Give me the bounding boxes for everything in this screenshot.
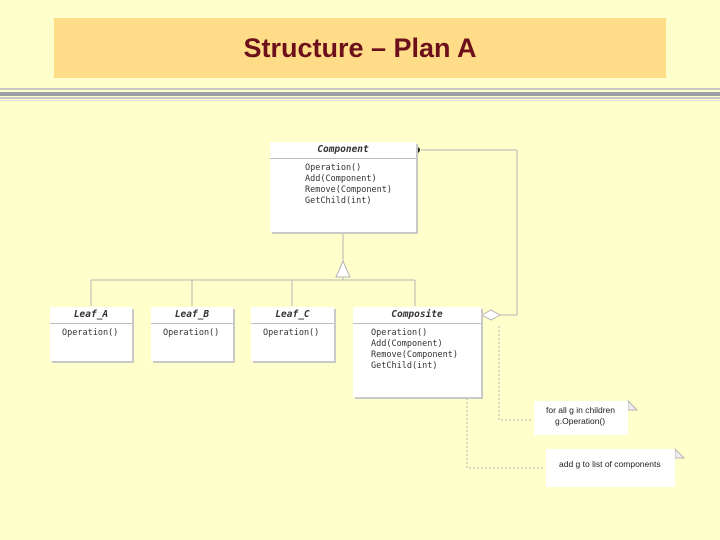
class-operation: Remove(Component) bbox=[371, 350, 458, 360]
divider-line bbox=[0, 100, 720, 101]
note-connector bbox=[466, 374, 545, 469]
operation-note: for all g in children g.Operation() bbox=[534, 401, 628, 435]
aggregation-diamond bbox=[480, 309, 502, 321]
inheritance-triangle bbox=[335, 259, 351, 278]
class-operation: Operation() bbox=[163, 328, 220, 338]
class-operation: Operation() bbox=[371, 328, 428, 338]
add-component-note: add g to list of components bbox=[546, 449, 675, 487]
composite-class: Composite Operation() Add(Component) Rem… bbox=[353, 307, 481, 397]
note-fold bbox=[674, 447, 686, 459]
class-operation: Add(Component) bbox=[305, 174, 377, 184]
note-text: g.Operation() bbox=[555, 416, 606, 426]
note-text: for all g in children bbox=[546, 405, 615, 415]
class-operation: GetChild(int) bbox=[371, 361, 438, 371]
class-operation: Operation() bbox=[62, 328, 119, 338]
divider-line bbox=[0, 97, 720, 99]
leaf-c-class: Leaf_C Operation() bbox=[251, 307, 334, 361]
class-name: Component bbox=[270, 142, 416, 159]
class-operation: Remove(Component) bbox=[305, 185, 392, 195]
class-name: Leaf_C bbox=[251, 307, 334, 324]
slide-title: Structure – Plan A bbox=[243, 32, 477, 63]
class-operation: Operation() bbox=[305, 163, 362, 173]
class-operation: Operation() bbox=[263, 328, 320, 338]
note-fold bbox=[627, 399, 639, 411]
class-operation: GetChild(int) bbox=[305, 196, 372, 206]
note-text: add g to list of components bbox=[559, 459, 661, 469]
class-operation: Add(Component) bbox=[371, 339, 443, 349]
component-class: Component Operation() Add(Component) Rem… bbox=[270, 142, 416, 232]
divider-line bbox=[0, 88, 720, 90]
leaf-a-class: Leaf_A Operation() bbox=[50, 307, 132, 361]
class-name: Composite bbox=[353, 307, 481, 324]
class-name: Leaf_A bbox=[50, 307, 132, 324]
note-connector bbox=[498, 326, 533, 421]
class-name: Leaf_B bbox=[151, 307, 233, 324]
divider-line bbox=[0, 92, 720, 96]
title-band: Structure – Plan A bbox=[54, 18, 666, 78]
leaf-b-class: Leaf_B Operation() bbox=[151, 307, 233, 361]
